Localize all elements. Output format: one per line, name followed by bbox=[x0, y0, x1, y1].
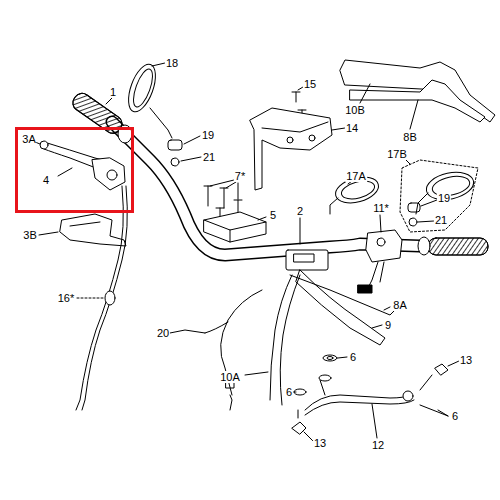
callout-number: 9 bbox=[384, 319, 392, 331]
callout-number: 21 bbox=[202, 151, 216, 163]
callout-number: 11* bbox=[372, 202, 390, 214]
callout-number: 19 bbox=[201, 129, 215, 141]
highlight-box: 3A 4 bbox=[15, 127, 134, 213]
callout-number: 7* bbox=[234, 170, 246, 182]
callout-number: 13 bbox=[313, 437, 327, 449]
callout-number: 8A bbox=[392, 299, 407, 311]
callout-number: 6 bbox=[451, 410, 459, 422]
callout-number: 8B bbox=[402, 131, 417, 143]
callout-number: 14 bbox=[345, 122, 359, 134]
callout-number: 10A bbox=[219, 371, 241, 383]
callout-number: 10B bbox=[344, 104, 366, 116]
callout-number: 21 bbox=[434, 214, 448, 226]
callout-number: 6 bbox=[349, 351, 357, 363]
callout-number: 20 bbox=[156, 327, 170, 339]
callout-number: 6 bbox=[285, 386, 293, 398]
callout-number: 12 bbox=[371, 439, 385, 451]
callout-number: 19 bbox=[437, 192, 451, 204]
callout-number: 5 bbox=[269, 209, 277, 221]
callout-number: 17A bbox=[345, 170, 367, 182]
callout-number: 4 bbox=[42, 174, 50, 186]
callout-number: 17B bbox=[386, 148, 408, 160]
callout-number: 15 bbox=[303, 78, 317, 90]
callout-number: 1 bbox=[109, 86, 117, 98]
callout-number: 3B bbox=[22, 229, 37, 241]
callout-number: 18 bbox=[165, 57, 179, 69]
callout-number: 16* bbox=[57, 292, 76, 304]
callout-number: 2 bbox=[296, 205, 304, 217]
callout-number: 3A bbox=[21, 133, 36, 145]
callout-number: 13 bbox=[459, 354, 473, 366]
